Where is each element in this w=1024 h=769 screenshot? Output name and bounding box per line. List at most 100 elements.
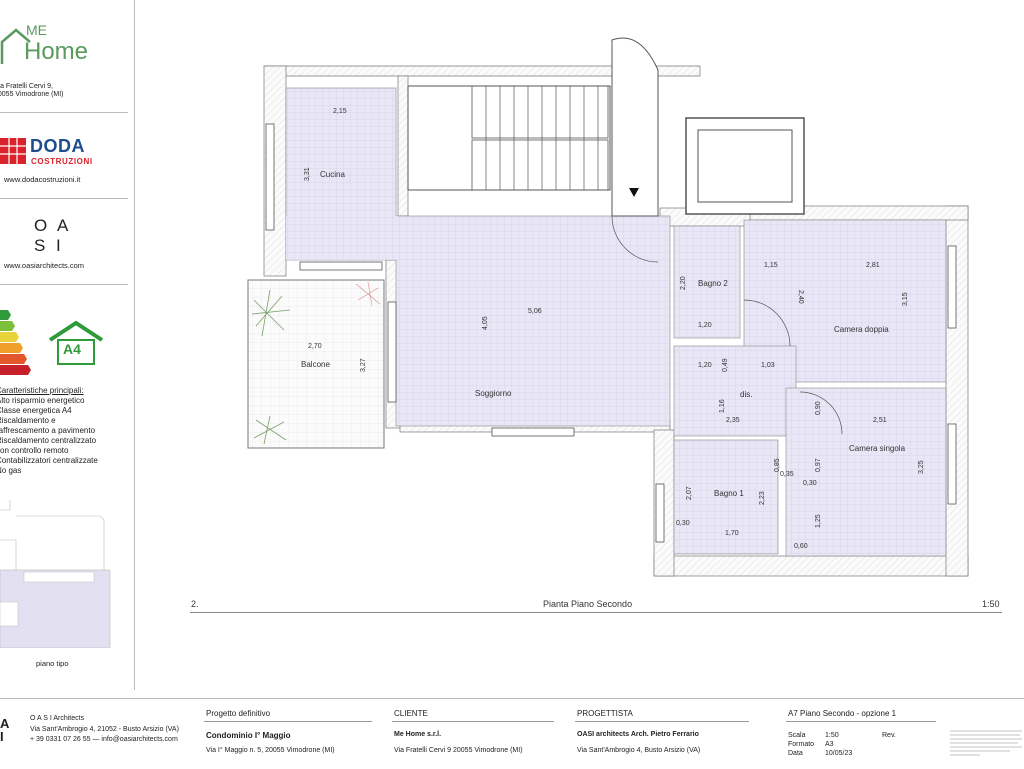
- dim-label: 2,51: [873, 417, 887, 424]
- drawing-number: 2.: [191, 599, 199, 609]
- entry-door-swing: [611, 215, 659, 263]
- oasi-logo-line1: O A: [34, 216, 72, 235]
- features-title: Caratteristiche principali:: [0, 386, 84, 395]
- label-bagno1: Bagno 1: [714, 489, 744, 498]
- oasi-address: Via Sant'Ambrogio 4, 21052 - Busto Arsiz…: [30, 726, 179, 733]
- designer-address: Via Sant'Ambrogio 4, Busto Arsizio (VA): [577, 747, 701, 754]
- designer-heading: PROGETTISTA: [577, 709, 633, 718]
- me-home-address-2: 20055 Vimodrone (MI): [0, 91, 64, 98]
- label-soggiorno: Soggiorno: [475, 389, 512, 398]
- doda-logo-icon: [0, 138, 26, 164]
- key-plan-icon: [0, 500, 111, 648]
- legal-note-fineprint: [950, 730, 1022, 756]
- energy-scale-icon: [0, 310, 31, 375]
- energy-class-house-icon: [48, 320, 104, 365]
- title-block: A I O A S I Architects Via Sant'Ambrogio…: [0, 698, 1024, 769]
- stairs-lower: [471, 139, 609, 191]
- oasi-logo-line2: S I: [34, 236, 64, 255]
- feature-item: Classe energetica A4: [0, 406, 72, 415]
- feature-item: No gas: [0, 466, 22, 475]
- door-swing: [743, 299, 791, 347]
- feature-item: Riscaldamento centralizzato: [0, 436, 97, 445]
- feature-item: con controllo remoto: [0, 446, 69, 455]
- dim-label: 0,97: [815, 458, 822, 472]
- wall: [653, 555, 969, 577]
- divider: [0, 112, 128, 113]
- data-value: 10/05/23: [825, 750, 853, 757]
- label-dis: dis.: [740, 390, 752, 399]
- oasi-firm: O A S I Architects: [30, 715, 85, 722]
- dim-label: 0,49: [722, 358, 729, 372]
- dim-label: 4,05: [482, 316, 489, 330]
- dim-label: 2,40: [797, 290, 804, 304]
- room-camera-singola: [785, 387, 947, 557]
- room-dis: [673, 345, 797, 437]
- elevator-car: [697, 129, 793, 203]
- feature-item: raffrescamento a pavimento: [0, 426, 96, 435]
- dim-label: 3,25: [918, 460, 925, 474]
- project-address: Via I° Maggio n. 5, 20055 Vimodrone (MI): [206, 747, 335, 754]
- dim-label: 2,15: [333, 108, 347, 115]
- floor-plan: Cucina Balcone Soggiorno Bagno 2 Camera …: [247, 37, 969, 577]
- drawing-scale: 1:50: [982, 599, 1000, 609]
- dim-label: 0,30: [676, 520, 690, 527]
- dim-label: 2,07: [686, 486, 693, 500]
- dim-label: 3,27: [360, 358, 367, 372]
- project-heading: Progetto definitivo: [206, 709, 271, 718]
- data-label: Data: [788, 750, 803, 757]
- label-bagno2: Bagno 2: [698, 279, 728, 288]
- formato-value: A3: [825, 741, 834, 748]
- dim-label: 3,31: [304, 167, 311, 181]
- door-swing: [799, 391, 843, 435]
- plant-icon: [355, 281, 381, 307]
- dim-label: 0,90: [815, 401, 822, 415]
- formato-label: Formato: [788, 741, 815, 748]
- client-address: Via Fratelli Cervi 9 20055 Vimodrone (MI…: [394, 747, 523, 754]
- windows: [265, 123, 957, 543]
- feature-item: Contabilizzatori centralizzate: [0, 456, 98, 465]
- dim-label: 1,03: [761, 362, 775, 369]
- sidebar: ME Home Via Fratelli Cervi 9, 20055 Vimo…: [0, 0, 135, 690]
- doda-sub: COSTRUZIONI: [31, 157, 93, 166]
- plant-icon: [251, 289, 291, 445]
- dim-label: 1,70: [725, 530, 739, 537]
- doda-url[interactable]: www.dodacostruzioni.it: [4, 175, 81, 184]
- oasi-url[interactable]: www.oasiarchitects.com: [4, 261, 85, 270]
- room-connector: [286, 216, 398, 260]
- wall: [397, 75, 409, 217]
- oasi-contact: + 39 0331 07 26 55 — info@oasiarchitects…: [30, 736, 178, 743]
- me-home-house-icon: [0, 28, 31, 64]
- client-name: Me Home s.r.l.: [394, 731, 442, 738]
- dim-label: 5,06: [528, 308, 542, 315]
- caption-divider: [190, 612, 1002, 613]
- dim-label: 2,20: [680, 276, 687, 290]
- label-camera-singola: Camera singola: [849, 444, 906, 453]
- rev-label: Rev.: [882, 732, 896, 739]
- divider: [786, 721, 936, 722]
- stair-treads: [485, 86, 599, 190]
- landing: [611, 37, 659, 217]
- divider: [204, 721, 372, 722]
- client-heading: CLIENTE: [394, 709, 428, 718]
- brand-me: ME: [26, 22, 47, 38]
- dim-label: 0,85: [774, 458, 781, 472]
- label-balcone: Balcone: [301, 360, 330, 369]
- oasi-logo-fragment: A I: [0, 716, 10, 744]
- sheet-title: A7 Piano Secondo - opzione 1: [788, 709, 897, 718]
- feature-item: Riscaldamento e: [0, 416, 56, 425]
- scala-value: 1:50: [825, 732, 839, 739]
- dim-label: 0,30: [803, 480, 817, 487]
- dim-label: 2,70: [308, 343, 322, 350]
- label-camera-doppia: Camera doppia: [834, 325, 889, 334]
- divider: [392, 721, 554, 722]
- brand-home: Home: [24, 38, 89, 65]
- dim-label: 2,23: [759, 491, 766, 505]
- dim-label: 3,15: [902, 292, 909, 306]
- scala-label: Scala: [788, 732, 806, 739]
- dim-label: 2,81: [866, 262, 880, 269]
- dim-label: 0,35: [780, 471, 794, 478]
- room-balcone: [247, 279, 385, 449]
- feature-item: Alto risparmio energetico: [0, 396, 85, 405]
- dim-label: 1,25: [815, 514, 822, 528]
- divider: [0, 284, 128, 285]
